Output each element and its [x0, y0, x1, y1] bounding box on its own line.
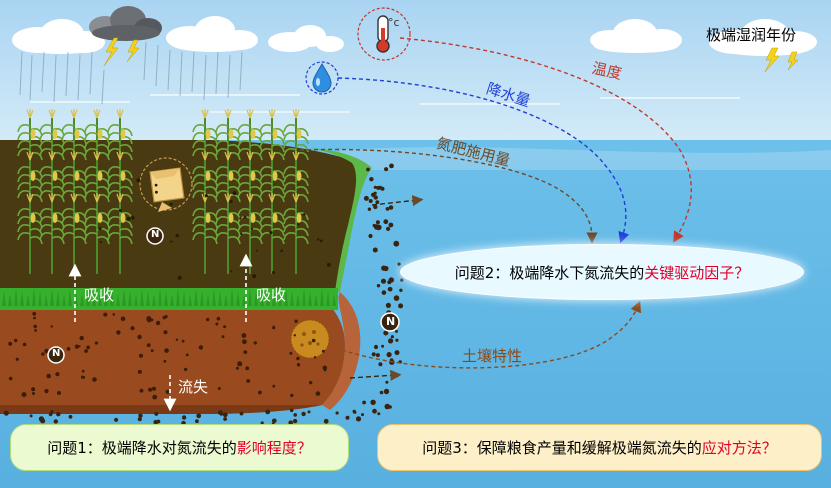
question-3-highlight: 应对方法？ — [702, 437, 777, 458]
soil-properties-label: 土壤特性 — [462, 345, 522, 366]
n-symbol-water: N — [386, 315, 395, 328]
absorb-label-right: 吸收 — [256, 284, 286, 305]
question-1-highlight: 影响程度？ — [237, 437, 312, 458]
question-2-highlight: 关键驱动因子？ — [644, 262, 749, 283]
question-1-box: 问题1：极端降水对氮流失的影响程度？ — [10, 424, 349, 471]
question-2-box: 问题2：极端降水下氮流失的关键驱动因子？ — [400, 244, 804, 300]
loss-label: 流失 — [178, 376, 208, 397]
absorb-label-left: 吸收 — [84, 284, 114, 305]
celsius-label: °c — [388, 16, 400, 29]
question-1-prefix: 问题1：极端降水对氮流失的 — [47, 437, 237, 458]
n-symbol-field: N — [151, 229, 159, 240]
n-symbol-soil: N — [52, 348, 60, 359]
question-2-prefix: 问题2：极端降水下氮流失的 — [455, 262, 645, 283]
grass-strip — [0, 288, 338, 310]
question-3-prefix: 问题3：保障粮食产量和缓解极端氮流失的 — [422, 437, 702, 458]
question-3-box: 问题3：保障粮食产量和缓解极端氮流失的应对方法？ — [377, 424, 822, 471]
extreme-wet-year-label: 极端湿润年份 — [706, 24, 796, 45]
